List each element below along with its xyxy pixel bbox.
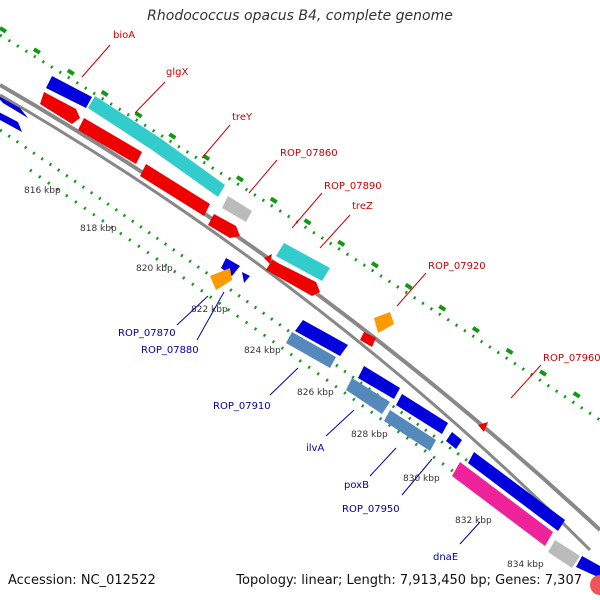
gene-bar[interactable]: [295, 320, 348, 356]
tick-label: 820 kbp: [136, 264, 173, 274]
label-leader: [396, 272, 427, 307]
gene-bar[interactable]: [276, 243, 330, 281]
label-leader: [176, 295, 209, 326]
gene-bar[interactable]: [152, 138, 225, 197]
gene-label[interactable]: ROP_07910: [213, 401, 271, 412]
gene-bar[interactable]: [264, 254, 272, 264]
gene-bar[interactable]: [0, 94, 28, 118]
gene-bar[interactable]: [396, 394, 448, 434]
gene-bar[interactable]: [452, 462, 553, 546]
gene-label[interactable]: treY: [232, 112, 253, 123]
gene-label[interactable]: ROP_07880: [141, 345, 199, 356]
tick-label: 822 kbp: [191, 305, 228, 315]
label-leader: [196, 291, 225, 341]
tick-label: 818 kbp: [80, 224, 117, 234]
gene-label[interactable]: dnaE: [433, 552, 458, 563]
label-leader: [325, 409, 355, 437]
upper-gene-labels: bioA glgX treY ROP_07860 ROP_07890 treZ …: [81, 30, 600, 399]
gene-bar[interactable]: [286, 332, 336, 368]
label-leader: [81, 44, 111, 78]
gene-bar[interactable]: [78, 118, 142, 164]
label-leader: [401, 458, 433, 496]
tick-label: 826 kbp: [297, 388, 334, 398]
gene-bar[interactable]: [468, 452, 565, 531]
map-title: Rhodococcus opacus B4, complete genome: [147, 8, 453, 24]
tick-label: 830 kbp: [403, 474, 440, 484]
gene-bar[interactable]: [548, 540, 580, 568]
tick-label: 834 kbp: [507, 560, 544, 570]
label-leader: [510, 364, 542, 399]
kbp-ticks: 816 kbp 818 kbp 820 kbp 822 kbp 824 kbp …: [24, 186, 544, 570]
gene-bar[interactable]: [88, 96, 160, 150]
gene-bar[interactable]: [346, 378, 390, 414]
gene-label[interactable]: ROP_07890: [324, 181, 382, 192]
tick-label: 832 kbp: [455, 516, 492, 526]
label-leader: [134, 81, 166, 114]
gene-label[interactable]: ROP_07920: [428, 261, 486, 272]
gene-bar[interactable]: [358, 366, 400, 399]
reverse-genes: [40, 92, 600, 595]
gene-label[interactable]: ROP_07860: [280, 148, 338, 159]
gene-bar[interactable]: [374, 312, 394, 333]
gene-bar[interactable]: [576, 556, 600, 578]
gene-bar[interactable]: [46, 76, 92, 108]
gene-bar[interactable]: [221, 258, 240, 276]
gene-bar[interactable]: [446, 432, 462, 449]
gene-bar[interactable]: [478, 422, 488, 432]
gene-label[interactable]: ROP_07950: [342, 504, 400, 515]
label-leader: [201, 124, 231, 159]
gene-bar[interactable]: [0, 110, 22, 132]
gene-bar[interactable]: [590, 575, 600, 595]
tick-label: 816 kbp: [24, 186, 61, 196]
gene-label[interactable]: ROP_07960: [543, 353, 600, 364]
label-leader: [459, 521, 481, 545]
gene-label[interactable]: ilvA: [306, 443, 324, 454]
genome-summary-text: Topology: linear; Length: 7,913,450 bp; …: [236, 573, 582, 588]
gene-bar[interactable]: [210, 268, 232, 290]
label-leader: [269, 367, 299, 396]
gene-label[interactable]: glgX: [166, 67, 188, 78]
tick-label: 828 kbp: [351, 430, 388, 440]
gene-label[interactable]: ROP_07870: [118, 328, 176, 339]
gene-bar[interactable]: [140, 164, 210, 216]
gene-bar[interactable]: [40, 92, 80, 124]
track-guides: [0, 26, 600, 522]
upper-dotted-guide: [0, 33, 600, 422]
label-leader: [369, 447, 397, 477]
label-leader: [248, 159, 278, 194]
accession-text: Accession: NC_012522: [8, 573, 156, 588]
gene-bar[interactable]: [384, 410, 436, 451]
lower-tick-guide: [29, 168, 521, 522]
label-leader: [319, 214, 351, 249]
gene-bar[interactable]: [208, 214, 240, 238]
gene-bar[interactable]: [266, 260, 320, 296]
tick-label: 824 kbp: [244, 346, 281, 356]
gene-label[interactable]: bioA: [113, 30, 135, 41]
lower-gene-labels: ROP_07870 ROP_07880 ROP_07910 ilvA poxB …: [118, 291, 481, 563]
gene-label[interactable]: poxB: [344, 480, 369, 491]
backbone-line-inner: [0, 93, 592, 552]
gene-bar[interactable]: [242, 272, 250, 283]
gene-label[interactable]: treZ: [352, 201, 373, 212]
gene-bar[interactable]: [360, 332, 376, 347]
forward-genes: [0, 76, 600, 578]
label-leader: [291, 192, 323, 229]
gene-bar[interactable]: [222, 196, 252, 222]
